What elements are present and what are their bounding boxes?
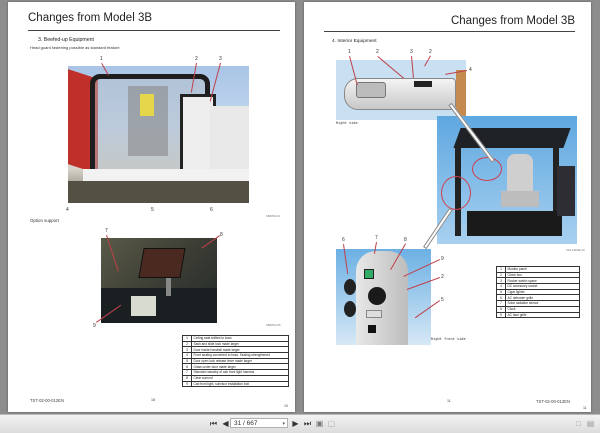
footer-page-corner: 10 (284, 404, 288, 408)
fit-width-icon: ▤ (586, 419, 595, 428)
callout-9: 9 (441, 256, 444, 262)
header-rule (324, 31, 575, 32)
option-support-label: Option support (30, 218, 59, 223)
page-dropdown-icon[interactable]: ▾ (282, 421, 285, 427)
prev-page-icon: ◀ (222, 419, 229, 428)
figure-caption: Right side (336, 121, 358, 125)
callout-1: 1 (100, 56, 103, 62)
footer-page-corner: 11 (583, 406, 587, 410)
callout-2: 2 (195, 56, 198, 62)
last-page-icon: ⏭ (303, 419, 312, 428)
callout-7: 7 (105, 228, 108, 234)
figure-refcode: SD1-01054E-10 (566, 249, 585, 252)
callout-6: 6 (342, 237, 345, 243)
callout-6: 6 (210, 207, 213, 213)
two-page-view-button[interactable]: ▢ (326, 418, 337, 429)
two-page-view-icon: ▢ (327, 419, 336, 428)
first-page-icon: ⏮ (209, 419, 218, 428)
next-page-icon: ▶ (292, 419, 299, 428)
fit-width-button[interactable]: ▤ (585, 418, 596, 429)
fit-page-icon: □ (576, 419, 581, 428)
highlight-circle (472, 157, 502, 181)
last-page-button[interactable]: ⏭ (302, 418, 313, 429)
page-left: Changes from Model 3B 3. Beefed-up Equip… (8, 2, 295, 412)
sunroof-photo (101, 238, 217, 323)
single-page-view-icon: ▣ (315, 419, 324, 428)
callout-8: 8 (220, 232, 223, 238)
section-title: 3. Beefed-up Equipment (38, 37, 94, 43)
page-header-title: Changes from Model 3B (28, 12, 153, 24)
page-number-field[interactable]: 31 / 667 ▾ (230, 418, 288, 428)
first-page-button[interactable]: ⏮ (208, 418, 219, 429)
cab-exterior-photo (68, 66, 249, 203)
footer-doc-code: TST-02-00-012EN (30, 398, 64, 403)
figure-refcode: SB00514-08 (266, 324, 281, 327)
callout-1: 1 (348, 49, 351, 55)
next-page-button[interactable]: ▶ (290, 418, 301, 429)
callout-9: 9 (93, 323, 96, 329)
fit-page-button[interactable]: □ (573, 418, 584, 429)
callout-5: 5 (441, 297, 444, 303)
section-title: 4. Interior Equipment (332, 39, 377, 44)
prev-page-button[interactable]: ◀ (220, 418, 231, 429)
page-header-title: Changes from Model 3B (450, 15, 575, 27)
footer-page-number: 11 (447, 399, 451, 403)
right-side-console-render (336, 60, 466, 120)
callout-5: 5 (151, 207, 154, 213)
callout-7: 7 (375, 235, 378, 241)
page-right: Changes from Model 3B 4. Interior Equipm… (304, 2, 591, 412)
header-rule (28, 30, 280, 31)
callout-3: 3 (219, 56, 222, 62)
document-viewport[interactable]: Changes from Model 3B 3. Beefed-up Equip… (0, 0, 600, 414)
page-number-value: 31 / 667 (234, 420, 258, 427)
section-subtitle: Head guard fastening possible as standar… (30, 45, 120, 50)
callout-3: 3 (410, 49, 413, 55)
callout-8: 8 (404, 237, 407, 243)
callout-4: 4 (66, 207, 69, 213)
viewer-toolbar: ⏮ ◀ 31 / 667 ▾ ▶ ⏭ ▣ ▢ □ ▤ (0, 414, 600, 433)
figure-caption: Right front side (431, 337, 466, 341)
footer-doc-code: TST-02-00-012EN (536, 399, 570, 404)
callout-2b: 2 (429, 49, 432, 55)
right-front-pillar-render (336, 249, 431, 345)
footer-page-number: 18 (151, 398, 155, 402)
callout-2: 2 (376, 49, 379, 55)
highlight-circle (441, 176, 471, 210)
callout-2: 2 (441, 274, 444, 280)
figure-refcode: SB00516-01 (266, 215, 281, 218)
single-page-view-button[interactable]: ▣ (314, 418, 325, 429)
callout-4: 4 (469, 67, 472, 73)
